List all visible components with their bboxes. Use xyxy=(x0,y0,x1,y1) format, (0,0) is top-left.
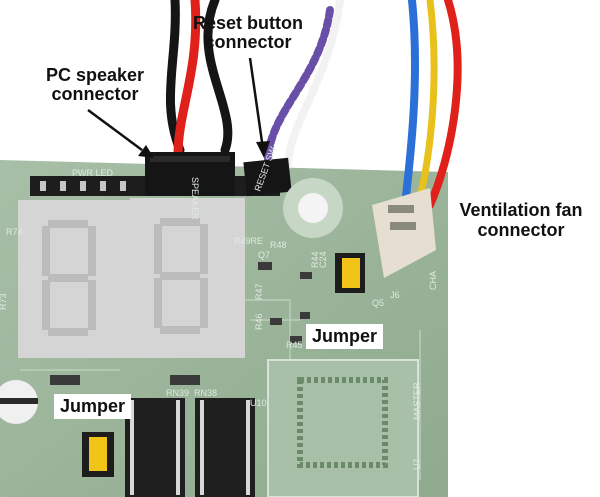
silk-r49re: R49RE xyxy=(234,236,263,246)
label-jumper-left: Jumper xyxy=(54,394,132,419)
callout-reset-button: Reset button connector xyxy=(180,14,316,52)
silk-j6: J6 xyxy=(390,290,400,300)
reset-connector xyxy=(243,157,292,197)
silk-q5: Q5 xyxy=(372,298,384,308)
callout-ventilation-fan: Ventilation fan connector xyxy=(446,200,596,240)
speaker-wires xyxy=(165,0,233,160)
jumper-left xyxy=(82,432,114,477)
silk-master: MASTER xyxy=(412,382,422,420)
silk-speaker: SPEAKER xyxy=(190,177,200,220)
seven-segment-display xyxy=(18,198,245,358)
jumper-right xyxy=(335,253,365,293)
silk-r45: R45 xyxy=(286,340,303,350)
silk-rn39: RN39 xyxy=(166,388,189,398)
silk-c24: C24 xyxy=(318,251,328,268)
silk-r47: R47 xyxy=(254,283,264,300)
silk-r46: R46 xyxy=(254,313,264,330)
silk-rn38: RN38 xyxy=(194,388,217,398)
silk-pwr-led: PWR LED xyxy=(72,168,114,178)
callout-ventilation-fan-line1: Ventilation fan xyxy=(459,200,583,220)
callout-pc-speaker-line2: connector xyxy=(51,84,139,104)
callout-pc-speaker-line1: PC speaker xyxy=(45,65,145,85)
silk-u7: U7 xyxy=(412,458,422,470)
silk-u10: U10 xyxy=(250,398,267,408)
arrow-reset-button xyxy=(248,57,270,158)
arrow-pc-speaker xyxy=(87,108,154,158)
callout-pc-speaker: PC speaker connector xyxy=(30,66,160,104)
silk-r73: R73 xyxy=(0,293,8,310)
silk-r48: R48 xyxy=(270,240,287,250)
callout-ventilation-fan-line2: connector xyxy=(477,220,565,240)
chip-socket xyxy=(267,359,419,497)
fan-wires xyxy=(401,0,462,209)
dip-chips xyxy=(125,398,255,497)
callout-reset-button-line2: connector xyxy=(204,32,292,52)
mounting-hole xyxy=(283,178,343,238)
smd-components xyxy=(50,262,312,385)
speaker-connector xyxy=(145,152,235,196)
label-jumper-right: Jumper xyxy=(306,324,384,349)
callout-reset-button-line1: Reset button xyxy=(193,13,303,33)
reset-wires xyxy=(264,0,344,169)
silk-r74: R74 xyxy=(6,227,23,237)
board-edge-part xyxy=(0,380,38,424)
silk-cha: CHA xyxy=(428,271,438,290)
silk-q7: Q7 xyxy=(258,250,270,260)
fan-connector xyxy=(372,188,436,278)
silk-r44: R44 xyxy=(310,251,320,268)
